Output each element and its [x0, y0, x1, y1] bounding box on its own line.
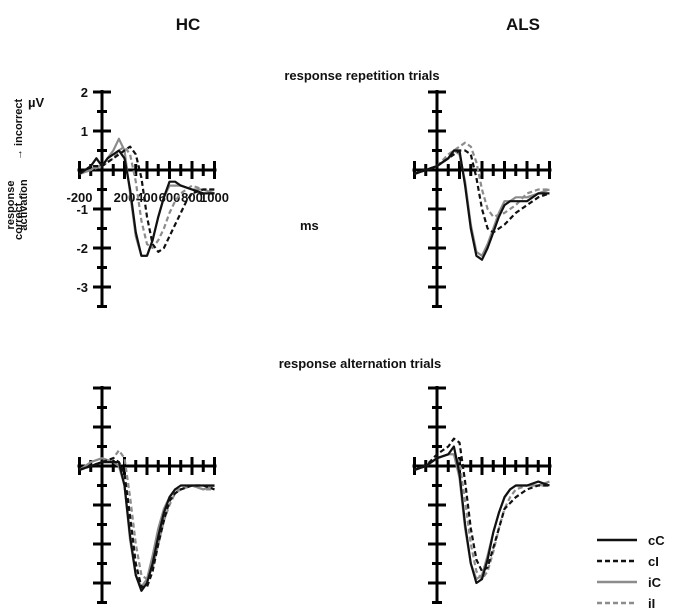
- x-unit-label: ms: [300, 218, 319, 233]
- series-line-cC: [78, 149, 215, 257]
- series-line-iI: [414, 141, 550, 218]
- x-tick-label: -200: [66, 190, 92, 205]
- y-axis-label-activation: activation: [18, 179, 30, 231]
- series-line-iI: [79, 145, 215, 250]
- y-axis-label: correct ←: [13, 189, 25, 240]
- row-title-repetition: response repetition trials: [284, 68, 439, 83]
- series-line-cC: [414, 445, 550, 585]
- y-tick-label: -3: [76, 280, 88, 295]
- legend: cC cI iC iI: [597, 533, 665, 611]
- y-tick-label: 1: [81, 124, 88, 139]
- legend-label-cC: cC: [648, 533, 665, 548]
- legend-label-cI: cI: [648, 554, 659, 569]
- legend-label-iC: iC: [648, 575, 662, 590]
- legend-label-iI: iI: [648, 596, 655, 611]
- column-title-hc: HC: [176, 15, 201, 34]
- panel-hc-alternation: [77, 386, 217, 604]
- column-title-als: ALS: [506, 15, 540, 34]
- series-line-cI: [414, 437, 550, 573]
- y-axis-label-correct: correct ←: [13, 189, 25, 240]
- y-tick-label: 2: [81, 85, 88, 100]
- series-line-cI: [79, 457, 215, 588]
- series-line-cI: [78, 145, 215, 253]
- y-tick-label: -2: [76, 241, 88, 256]
- panel-als-repetition: [412, 90, 552, 308]
- row-title-alternation: response alternation trials: [279, 356, 442, 371]
- series-line-cC: [79, 461, 215, 592]
- panel-als-alternation: [412, 386, 552, 604]
- y-axis-label-response: response: [5, 181, 17, 230]
- series-line-cC: [414, 149, 550, 261]
- y-axis-label-incorrect: → incorrect: [13, 99, 25, 160]
- series-line-iC: [78, 457, 215, 588]
- y-unit-label: µV: [28, 95, 44, 110]
- y-tick-label: -1: [76, 202, 88, 217]
- x-tick-label: 400: [136, 190, 158, 205]
